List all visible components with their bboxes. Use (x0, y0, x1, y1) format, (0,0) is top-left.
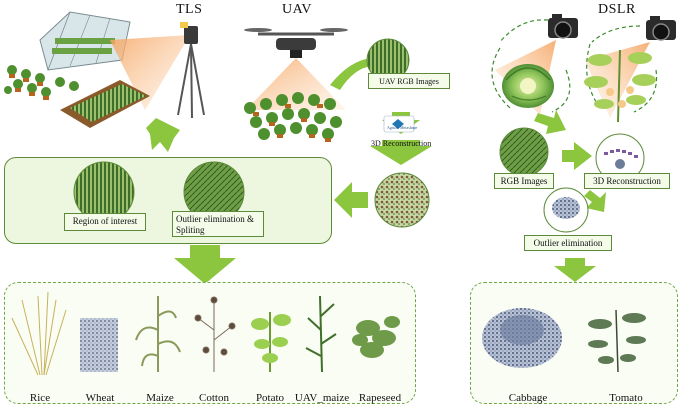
metashape-label: Agisoft Metashape (387, 125, 418, 130)
dslr-title: DSLR (598, 2, 636, 17)
uav-rgb-label: UAV RGB Images (368, 73, 450, 89)
outlier-split-label: Outlier elimination & Spliting (172, 211, 264, 237)
crop-label-cabbage: Cabbage (508, 392, 548, 404)
crop-label-wheat: Wheat (85, 392, 115, 404)
orbit-path-1 (491, 19, 571, 113)
uav-pointcloud-thumbnail (374, 172, 430, 228)
uav-title: UAV (282, 2, 313, 17)
field-plants-left (4, 65, 150, 128)
recon-cameras-icon (604, 149, 638, 169)
roi-label: Region of interest (64, 213, 146, 231)
rgb-images-thumbnail (499, 127, 549, 177)
tomato-plant-illustration (584, 49, 656, 123)
processing-panel (4, 157, 332, 244)
metashape-logo-icon (383, 115, 415, 133)
outlier-label: Outlier elimination (524, 235, 612, 251)
dslr-camera-icon-2 (646, 16, 676, 41)
crop-label-maize: Maize (146, 392, 174, 404)
uav-cone (246, 58, 346, 110)
cabbage-illustration (502, 64, 554, 108)
crop-label-tomato: Tomato (609, 392, 643, 404)
crops-panel-left (4, 282, 416, 404)
crop-label-cotton: Cotton (199, 392, 229, 404)
uav-recon-label: 3D Reconstruction (371, 139, 432, 148)
uav-drone-icon (244, 28, 348, 58)
crop-label-uav-maize: UAV_maize (294, 392, 350, 404)
dslr-camera-icon-1 (548, 14, 578, 39)
tls-title: TLS (176, 2, 203, 17)
rgb-images-label: RGB Images (494, 173, 554, 189)
crops-panel-right (470, 282, 678, 404)
crop-label-potato: Potato (255, 392, 285, 404)
crop-label-rapeseed: Rapeseed (358, 392, 402, 404)
tls-cone (110, 35, 190, 110)
tls-scanner-icon (177, 22, 205, 119)
outlier-cabbage-cloud (552, 197, 580, 219)
dslr-recon-label: 3D Reconstruction (584, 173, 670, 189)
uav-field-plants (244, 92, 342, 142)
crop-label-rice: Rice (29, 392, 51, 404)
